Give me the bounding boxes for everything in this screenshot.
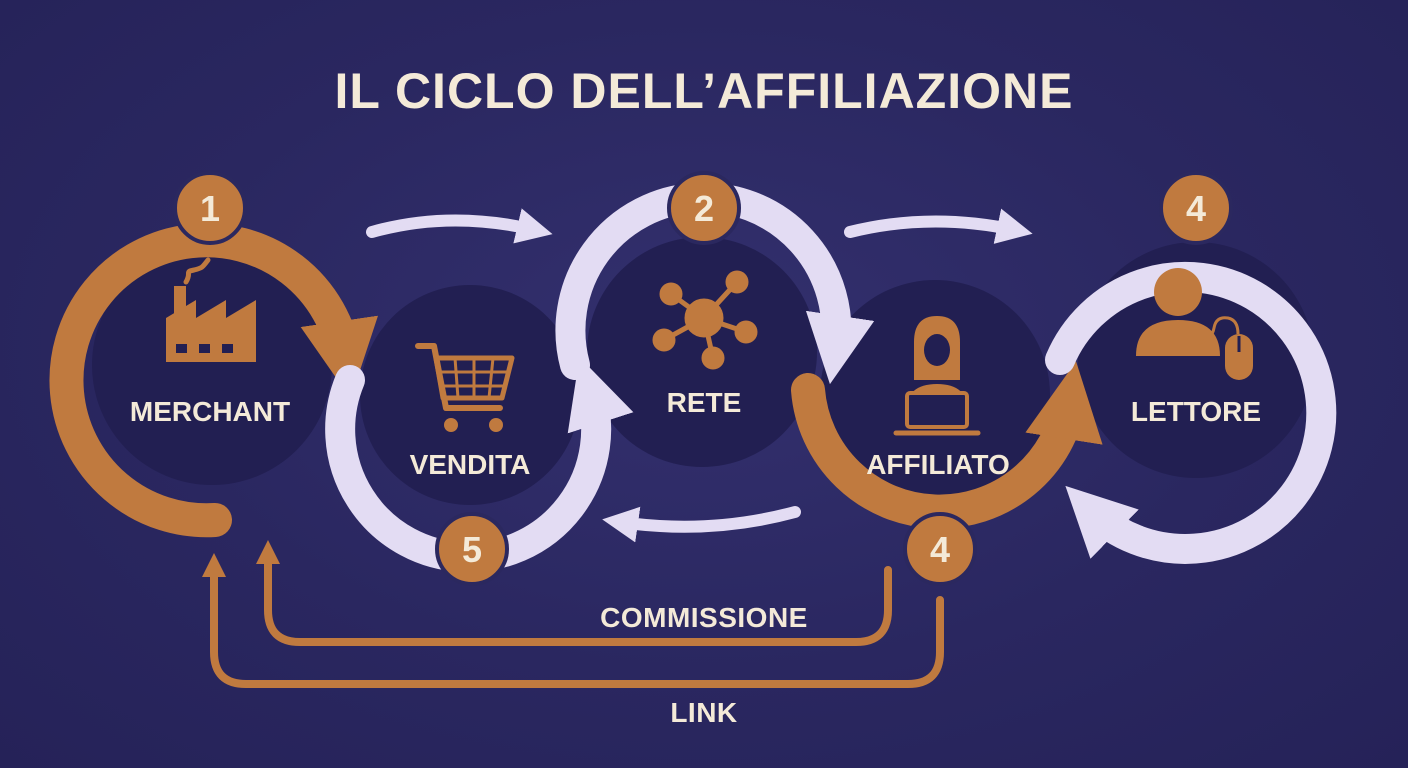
node-label-affiliato: AFFILIATO [866, 449, 1010, 480]
step-badge-number: 1 [200, 188, 220, 229]
affiliato-ring-arc [791, 361, 1103, 529]
commissione-label: COMMISSIONE [600, 602, 808, 633]
link-label: LINK [670, 697, 737, 728]
arrow-rete-to-lettore [844, 208, 1033, 244]
shopping-cart-icon [415, 343, 515, 432]
rete-circle [587, 237, 817, 467]
step-badge-affiliato: 4 [903, 512, 977, 586]
step-badge-number: 5 [462, 529, 482, 570]
node-label-lettore: LETTORE [1131, 396, 1261, 427]
step-badge-lettore: 4 [1159, 171, 1233, 245]
commissione-flow-line [256, 540, 892, 646]
merchant-circle [92, 245, 332, 485]
person-laptop-icon [893, 316, 981, 436]
link-flow-line [202, 553, 944, 688]
arrow-merchant-to-rete [366, 208, 553, 244]
node-label-merchant: MERCHANT [130, 396, 290, 427]
diagram-title: IL CICLO DELL’AFFILIAZIONE [335, 63, 1074, 119]
step-badge-vendita: 5 [435, 512, 509, 586]
node-label-rete: RETE [667, 387, 742, 418]
step-badge-merchant: 1 [173, 171, 247, 245]
step-badge-number: 2 [694, 188, 714, 229]
user-mouse-icon [1136, 268, 1253, 380]
step-badge-rete: 2 [667, 171, 741, 245]
node-label-vendita: VENDITA [410, 449, 531, 480]
merchant-ring-arc [49, 223, 378, 538]
step-badge-number: 4 [1186, 188, 1206, 229]
factory-icon [166, 257, 256, 362]
vendita-circle [360, 285, 580, 505]
lettore-ring-arc [1045, 262, 1337, 564]
network-icon [652, 270, 758, 370]
step-badge-number: 4 [930, 529, 950, 570]
arrow-affiliato-to-vendita [602, 506, 801, 543]
